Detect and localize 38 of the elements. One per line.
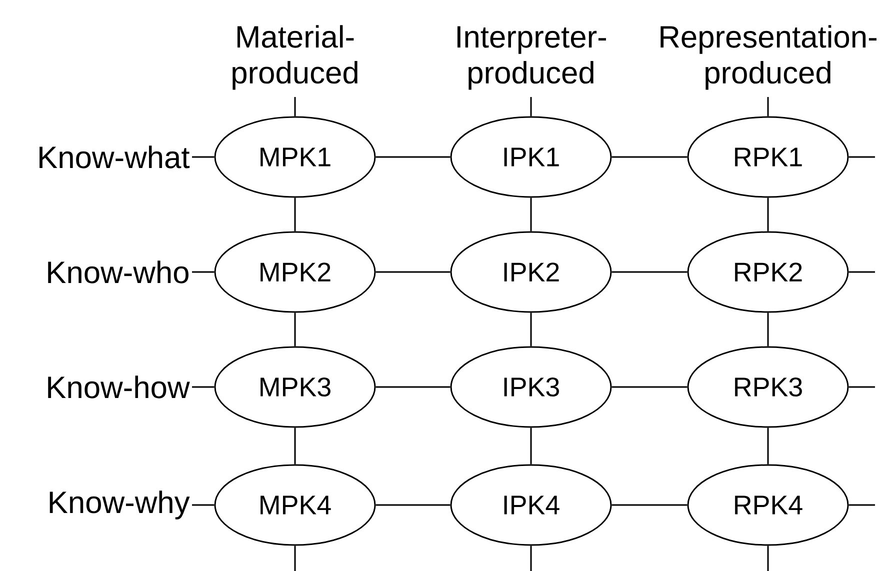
connector-line [294, 97, 296, 116]
row-heading: Know-who [48, 260, 188, 284]
connector-line [848, 156, 875, 158]
connector-line [530, 546, 532, 571]
connector-line [376, 504, 450, 506]
connector-line [376, 271, 450, 273]
column-heading: Material- produced [232, 25, 358, 90]
connector-line [848, 386, 875, 388]
connector-line [376, 156, 450, 158]
row-heading: Know-what [40, 146, 190, 168]
connector-line [294, 198, 296, 232]
connector-line [848, 504, 875, 506]
row-heading: Know-why [50, 490, 190, 520]
connector-line [192, 386, 214, 388]
row-heading: Know-how [48, 376, 190, 398]
connector-line [530, 97, 532, 116]
connector-line [767, 97, 769, 116]
connector-line [530, 198, 532, 232]
connector-line [767, 198, 769, 232]
connector-line [294, 428, 296, 464]
connector-line [848, 271, 875, 273]
connector-line [612, 386, 688, 388]
column-heading: Interpreter- produced [457, 26, 606, 90]
connector-line [192, 271, 214, 273]
connector-line [192, 504, 214, 506]
connector-line [530, 312, 532, 346]
connector-line [612, 156, 688, 158]
connector-line [376, 386, 450, 388]
connector-line [530, 428, 532, 464]
connector-line [294, 546, 296, 571]
connector-line [612, 504, 688, 506]
connector-line [767, 546, 769, 571]
connector-line [767, 312, 769, 346]
connector-line [192, 156, 214, 158]
connector-line [294, 312, 296, 346]
connector-line [767, 428, 769, 464]
column-heading: Representation- produced [660, 25, 876, 90]
connector-line [612, 271, 688, 273]
